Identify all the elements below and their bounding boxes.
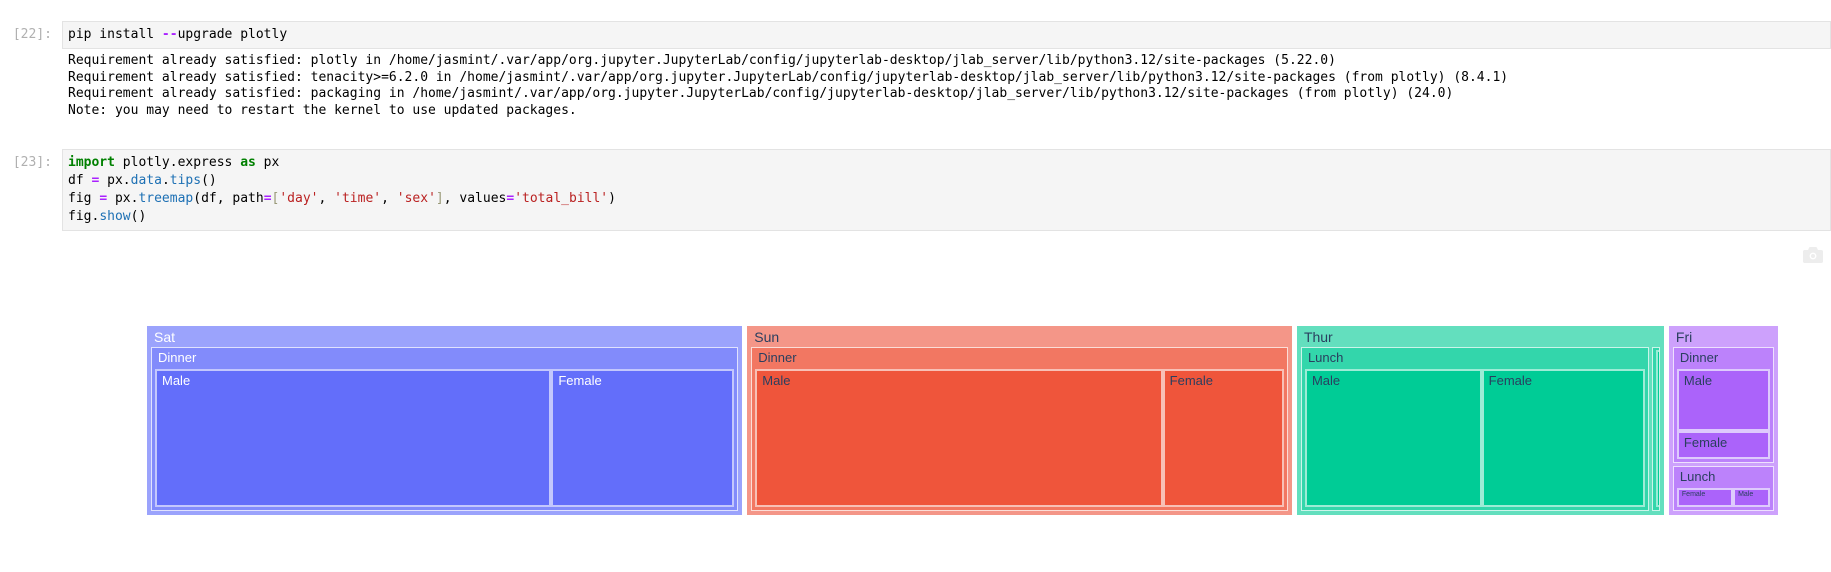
code-token: show [99, 209, 131, 224]
camera-icon[interactable] [1803, 247, 1823, 263]
output-line: Requirement already satisfied: tenacity>… [68, 69, 1509, 85]
code-token: 'total_bill' [514, 191, 609, 206]
output-area-22: Requirement already satisfied: plotly in… [0, 53, 1831, 119]
code-editor-22[interactable]: pip install --upgrade plotly [62, 21, 1831, 49]
code-token: , [381, 191, 397, 206]
sector-label: Dinner [1679, 350, 1719, 365]
execution-count-22: [22]: [12, 27, 52, 42]
code-lines-22: pip install --upgrade plotly [68, 26, 1830, 44]
code-token: (df, path [193, 191, 264, 206]
sector-label: Dinner [758, 350, 797, 365]
output-line: Requirement already satisfied: plotly in… [68, 53, 1336, 68]
treemap-sector-fri-dinner-female[interactable]: Female [1678, 433, 1768, 457]
treemap-sector-fri-lunch-female[interactable]: Female [1678, 489, 1732, 505]
code-token: 'time' [334, 191, 382, 206]
output-prompt-22 [0, 53, 62, 59]
treemap-sector-fri-dinner-male[interactable]: Male [1678, 371, 1768, 430]
code-token: pip install [68, 27, 162, 42]
code-token: = [263, 191, 272, 206]
sector-children [1655, 350, 1659, 507]
code-cell-22: [22]: pip install --upgrade plotly [0, 21, 1831, 49]
treemap-sector-fri-lunch-male[interactable]: Male [1735, 489, 1768, 505]
sector-label: Dinner [158, 350, 197, 365]
output-line: Note: you may need to restart the kernel… [68, 102, 577, 118]
code-token: upgrade plotly [177, 27, 288, 42]
code-token: df [68, 173, 92, 188]
code-token: fig. [68, 209, 100, 224]
code-cell-23: [23]: import plotly.express as px df = px… [0, 149, 1831, 231]
sector-label: Lunch [1679, 468, 1716, 484]
treemap-sector-thur-dinner[interactable] [1651, 347, 1660, 511]
code-token: , [318, 191, 335, 206]
treemap-sector-thur-dinner-male[interactable] [1657, 352, 1659, 505]
treemap-sector-thur-lunch-male[interactable]: Male [1306, 371, 1480, 505]
code-token: px. [99, 173, 131, 188]
code-token: , values [443, 191, 507, 206]
code-token: import [68, 155, 115, 170]
code-token: () [130, 209, 147, 224]
code-token: tips [169, 173, 202, 188]
sector-label: Sat [154, 329, 176, 345]
code-token: ) [608, 191, 616, 206]
code-token: ] [435, 191, 444, 206]
treemap-sector-thur-lunch-female[interactable]: Female [1483, 371, 1643, 505]
execution-count-23: [23]: [12, 155, 52, 170]
code-token: fig [68, 191, 100, 206]
code-token: = [99, 191, 108, 206]
code-token: treemap [138, 191, 194, 206]
code-token: () [201, 173, 217, 188]
treemap-sector-sun-dinner-female[interactable]: Female [1164, 371, 1282, 505]
code-token: -- [161, 27, 178, 42]
treemap-sector-sun-dinner-male[interactable]: Male [757, 371, 1161, 505]
sector-label: Thur [1303, 329, 1333, 345]
code-token: [ [271, 191, 280, 206]
code-token: = [506, 191, 515, 206]
code-token: 'day' [279, 191, 319, 206]
code-token: plotly.express [114, 155, 241, 170]
pip-install-output: Requirement already satisfied: plotly in… [62, 53, 1831, 119]
code-token: data [130, 173, 162, 188]
code-token: px. [107, 191, 139, 206]
output-prompt-23 [0, 235, 62, 241]
code-token: = [91, 173, 100, 188]
sector-label: Lunch [1307, 350, 1344, 365]
code-token: px [255, 155, 280, 170]
code-token: as [240, 155, 256, 170]
treemap-sector-sat-dinner-male[interactable]: Male [157, 371, 550, 505]
sector-label: Fri [1675, 329, 1693, 345]
treemap-sector-sat-dinner-female[interactable]: Female [553, 371, 733, 505]
code-token: 'sex' [396, 191, 436, 206]
code-token: . [161, 173, 170, 188]
sector-label: Sun [754, 329, 780, 345]
output-line: Requirement already satisfied: packaging… [68, 86, 1454, 101]
